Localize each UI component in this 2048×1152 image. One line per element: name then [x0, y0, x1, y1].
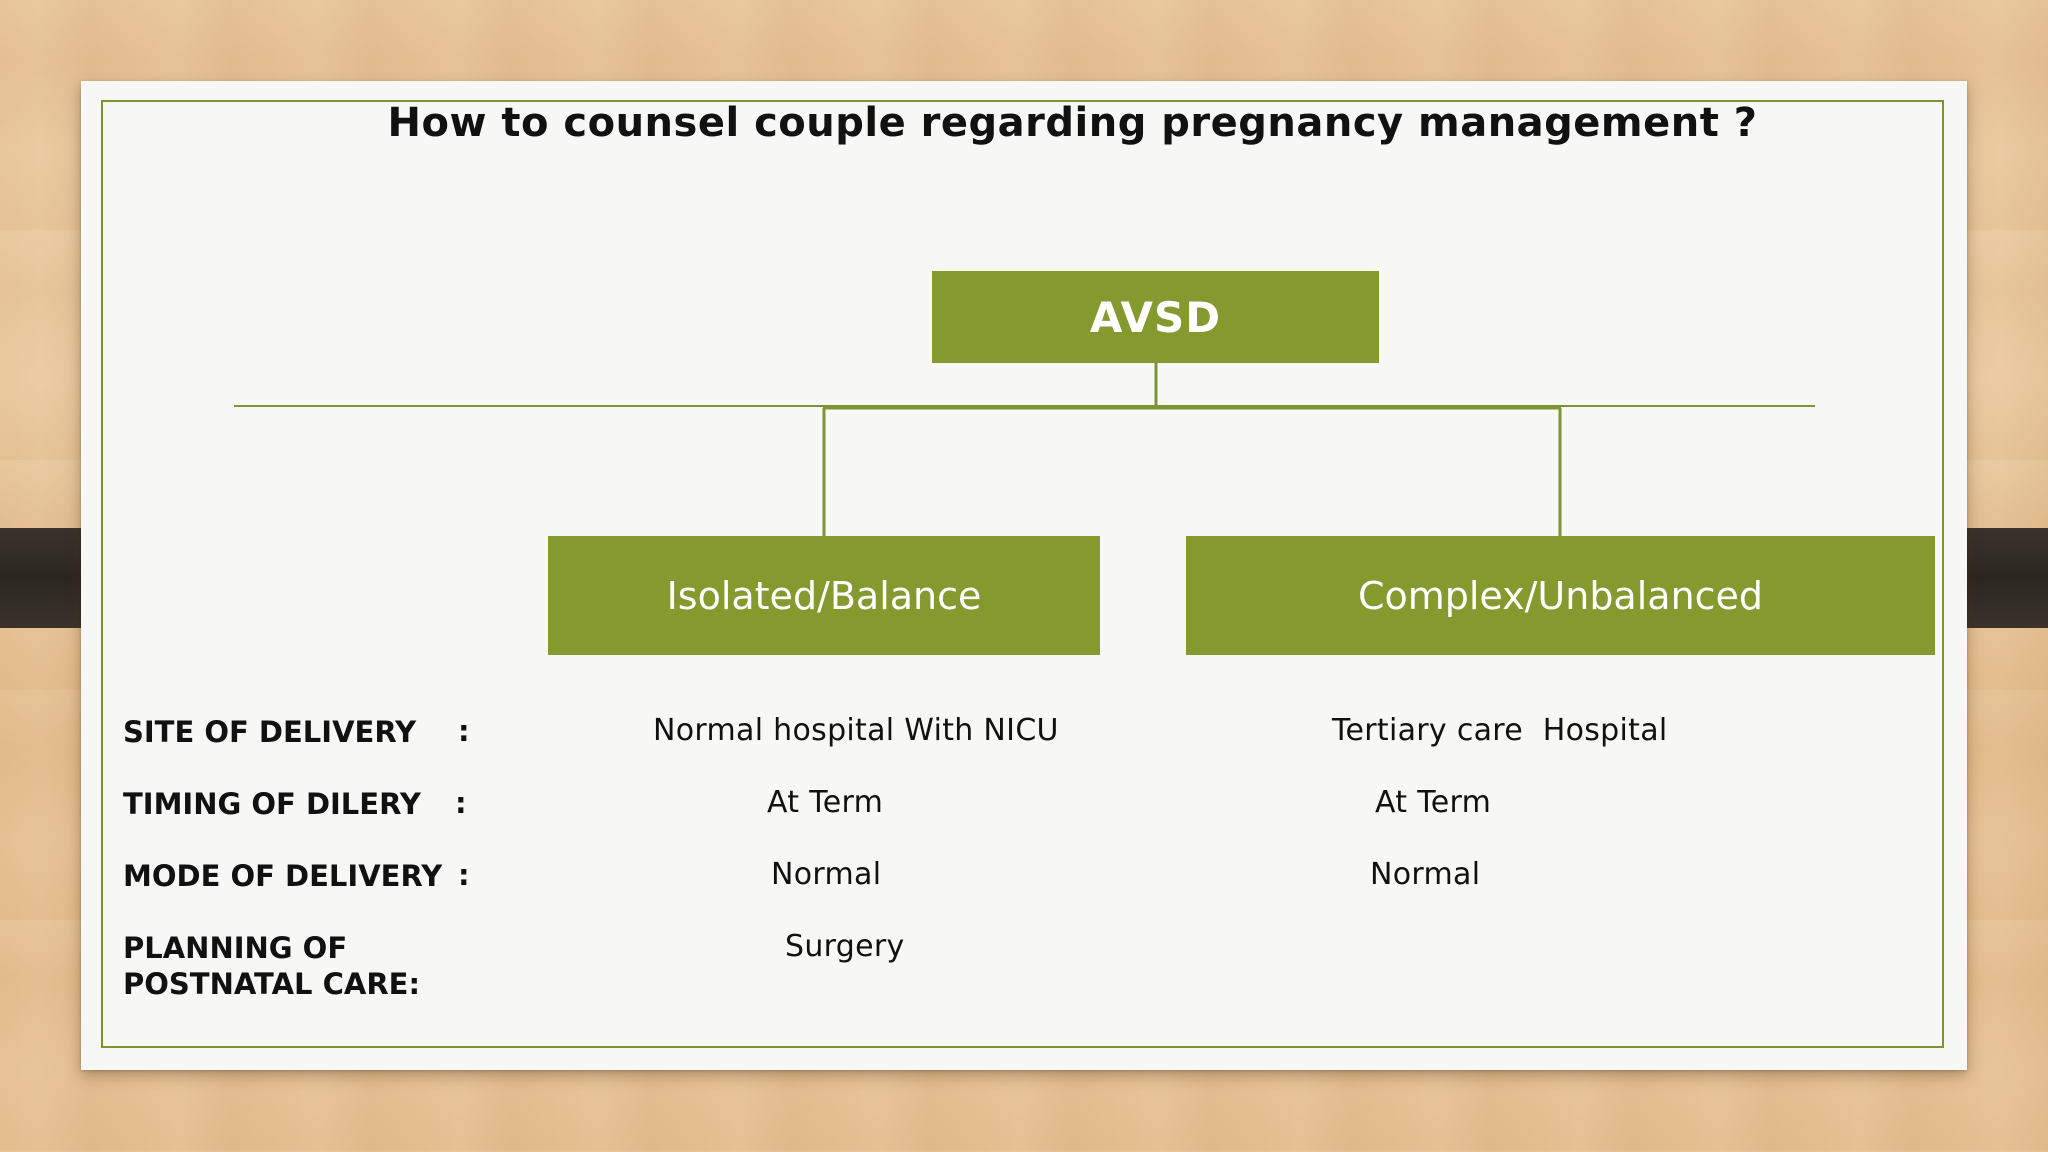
row-label-planning-line2: POSTNATAL CARE:	[123, 967, 421, 1001]
cell-timing-isolated: At Term	[767, 785, 884, 820]
row-label-timing: TIMING OF DILERY	[123, 787, 421, 821]
slide-frame	[101, 100, 1944, 1048]
cell-mode-isolated: Normal	[771, 857, 882, 892]
row-colon-site: :	[458, 714, 470, 748]
row-label-planning-line1: PLANNING OF	[123, 931, 348, 965]
row-colon-timing: :	[455, 786, 467, 820]
root-node-avsd: AVSD	[932, 271, 1379, 363]
cell-site-isolated: Normal hospital With NICU	[653, 713, 1059, 748]
branch-node-complex: Complex/Unbalanced	[1186, 536, 1935, 655]
cell-site-complex: Tertiary care Hospital	[1332, 713, 1668, 748]
row-label-mode: MODE OF DELIVERY	[123, 859, 443, 893]
cell-timing-complex: At Term	[1375, 785, 1492, 820]
slide-title: How to counsel couple regarding pregnanc…	[387, 100, 1758, 146]
cell-mode-complex: Normal	[1370, 857, 1481, 892]
branch-node-isolated: Isolated/Balance	[548, 536, 1100, 655]
row-label-site: SITE OF DELIVERY	[123, 715, 417, 749]
row-label-planning: PLANNING OF POSTNATAL CARE:	[123, 930, 420, 1002]
row-colon-mode: :	[458, 858, 470, 892]
cell-planning-isolated: Surgery	[785, 929, 905, 964]
